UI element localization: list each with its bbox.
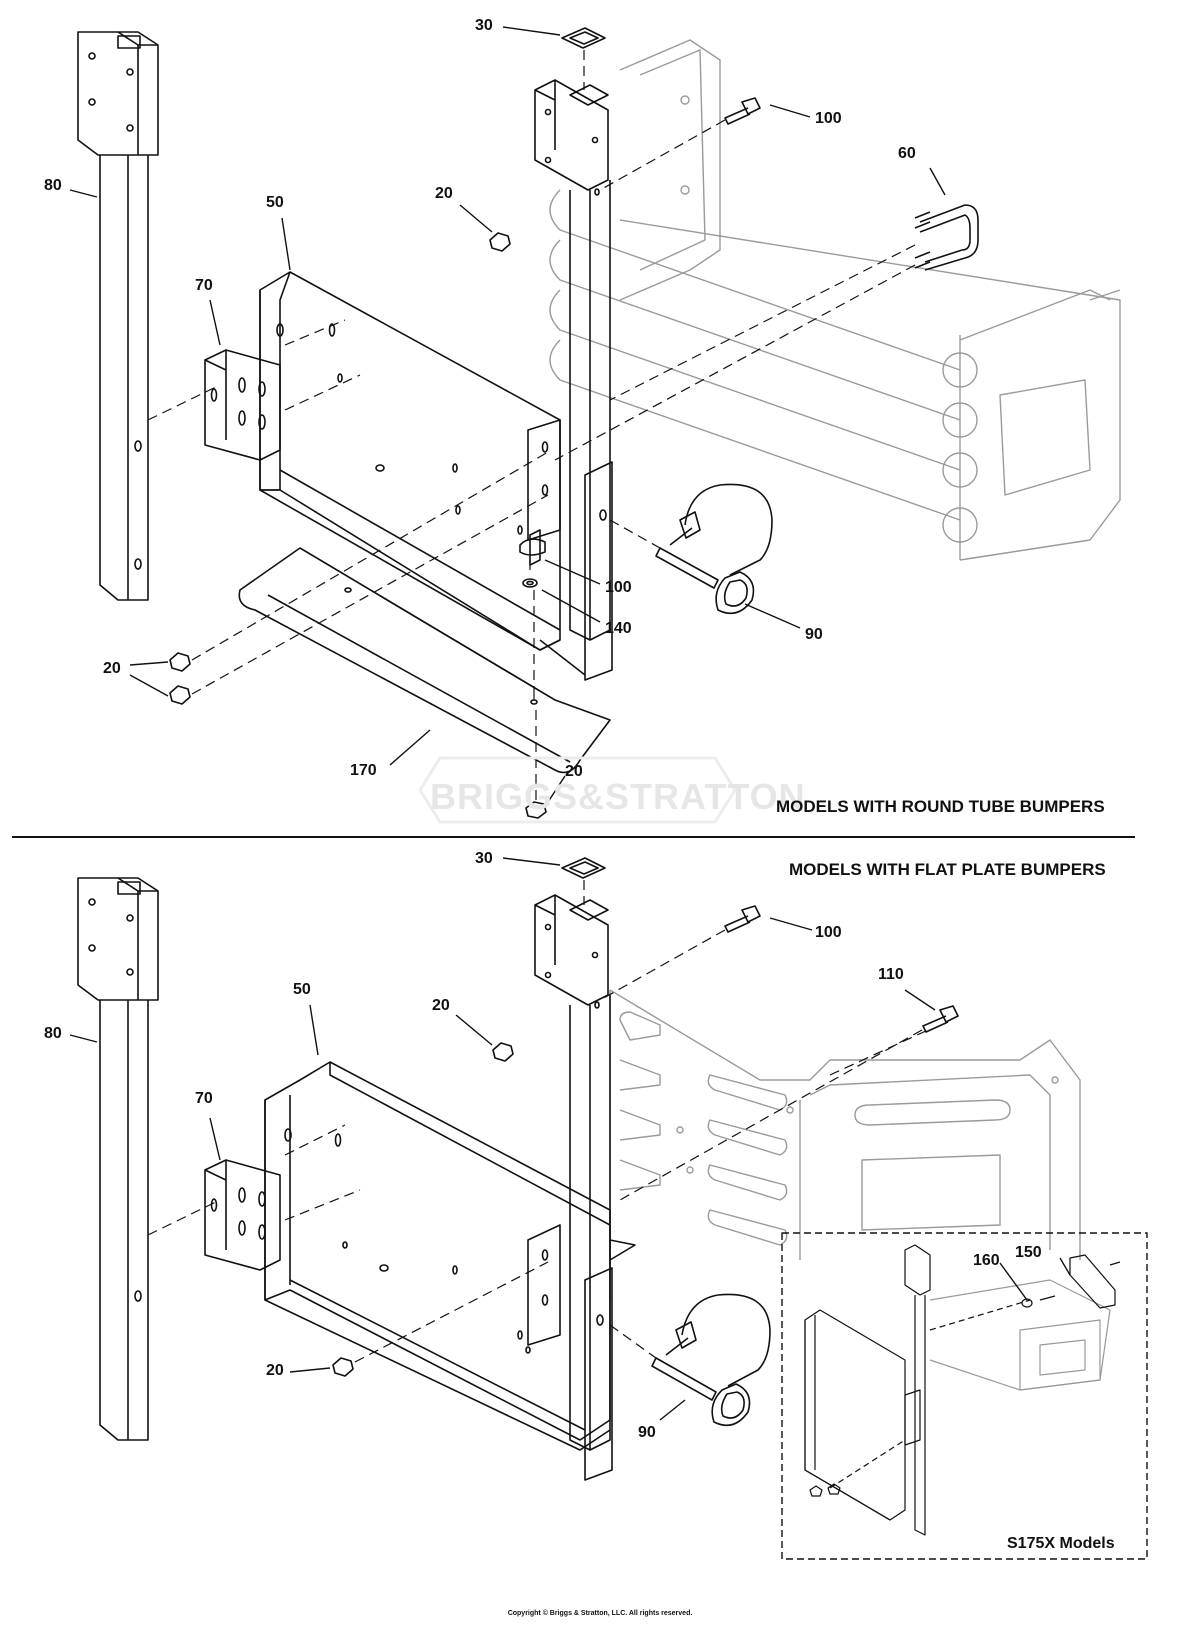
callout-100-top-b: 100 <box>605 579 632 596</box>
right-post-bottom <box>527 894 636 1481</box>
caption-s175x: S175X Models <box>1007 1535 1115 1552</box>
copyright-footer: Copyright © Briggs & Stratton, LLC. All … <box>507 1610 693 1617</box>
leaders-top <box>69 26 946 803</box>
part-60-ubolt-top <box>914 204 979 271</box>
callout-20-top-c: 20 <box>565 763 583 780</box>
callout-60-top: 60 <box>898 145 916 162</box>
round-tube-bumper <box>549 39 1121 561</box>
part-50-tray-bottom <box>264 1061 611 1451</box>
caption-round-tube: MODELS WITH ROUND TUBE BUMPERS <box>776 797 1105 816</box>
callout-110-bottom: 110 <box>878 966 904 983</box>
part-20-nuts-top <box>169 232 547 819</box>
callout-50-top: 50 <box>266 194 284 211</box>
callout-160-inset: 160 <box>973 1252 1000 1269</box>
part-30-cap-top <box>561 27 606 49</box>
callout-80-top: 80 <box>44 177 62 194</box>
part-100-bolt-bottom <box>724 905 761 933</box>
assembly-lines-top <box>147 50 916 800</box>
part-50-tray-top <box>259 271 561 651</box>
assembly-lines-bottom <box>147 880 929 1363</box>
watermark-frame <box>418 756 737 824</box>
part-170-step-plate <box>238 547 611 774</box>
callout-70-top: 70 <box>195 277 213 294</box>
part-80-post-top <box>77 31 159 601</box>
part-20-nuts-bottom <box>332 1042 514 1377</box>
part-100-140-hardware <box>519 529 546 588</box>
callout-170-top: 170 <box>350 762 377 779</box>
part-70-bracket-bottom <box>204 1159 281 1271</box>
caption-flat-plate: MODELS WITH FLAT PLATE BUMPERS <box>789 860 1106 879</box>
callout-100-top: 100 <box>815 110 842 127</box>
watermark-text: BRIGGS&STRATTON <box>430 776 806 817</box>
callout-20-top-a: 20 <box>435 185 453 202</box>
callout-30-bottom: 30 <box>475 850 493 867</box>
part-70-bracket-top <box>204 349 281 461</box>
s175x-inset-box <box>781 1232 1148 1560</box>
callout-30-top: 30 <box>475 17 493 34</box>
right-post-top <box>527 79 613 681</box>
part-30-cap-bottom <box>561 857 606 879</box>
callout-20-bottom-b: 20 <box>266 1362 284 1379</box>
callout-140-top: 140 <box>605 620 632 637</box>
callout-50-bottom: 50 <box>293 981 311 998</box>
part-90-pin-top <box>655 483 773 615</box>
part-110-bolt-bottom <box>922 1005 959 1033</box>
callout-90-top: 90 <box>805 626 823 643</box>
callout-20-bottom-a: 20 <box>432 997 450 1014</box>
leaders-bottom <box>69 857 936 1421</box>
flat-plate-bumper <box>609 989 1081 1300</box>
callout-20-top-b: 20 <box>103 660 121 677</box>
callout-90-bottom: 90 <box>638 1424 656 1441</box>
part-80-post-bottom <box>77 877 159 1441</box>
callout-80-bottom: 80 <box>44 1025 62 1042</box>
callout-70-bottom: 70 <box>195 1090 213 1107</box>
part-100-bolt-top <box>724 97 761 125</box>
part-90-pin-bottom <box>651 1293 771 1427</box>
callout-100-bottom: 100 <box>815 924 842 941</box>
callout-150-inset: 150 <box>1015 1244 1042 1261</box>
s175x-inset-drawing <box>804 1244 1121 1536</box>
